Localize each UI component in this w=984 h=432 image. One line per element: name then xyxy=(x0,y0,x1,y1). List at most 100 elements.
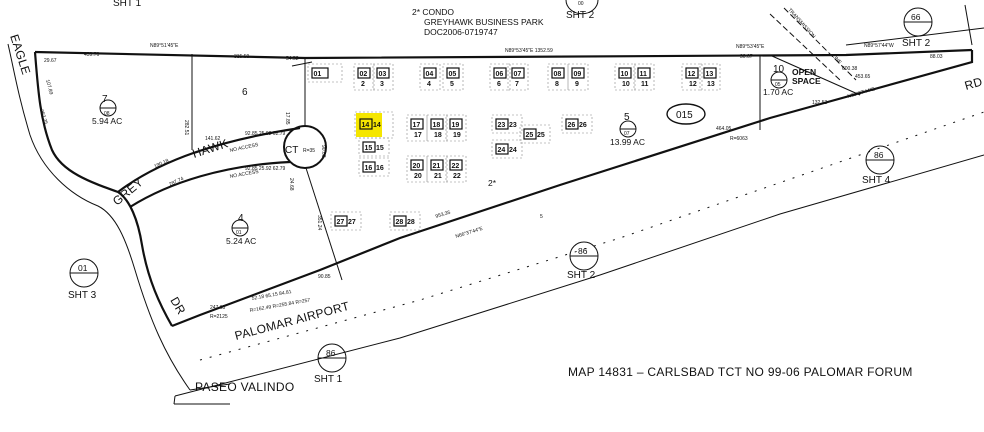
open-space-line1: OPEN xyxy=(792,67,816,77)
header-note-line2: GREYHAWK BUSINESS PARK xyxy=(424,17,544,27)
bearing-label: N89°53'45"E 1352.59 xyxy=(505,48,553,54)
unit-box-number: 16 xyxy=(365,165,373,172)
unit-box xyxy=(449,159,463,171)
unit-frame xyxy=(633,63,655,91)
unit-box-number: 06 xyxy=(496,71,504,78)
unit-box-number: 11 xyxy=(640,71,648,78)
condo-unit: 01 xyxy=(307,63,343,83)
distance-label: 92.85 25.92 62.79 xyxy=(245,166,286,172)
parcel-number: 08 xyxy=(104,111,110,117)
unit-box xyxy=(493,67,507,79)
unit-number: 27 xyxy=(348,219,356,226)
unit-box-number: 19 xyxy=(452,122,460,129)
lot-number: 7 xyxy=(102,94,108,105)
unit-box-number: 09 xyxy=(574,71,582,78)
header-note-line3: DOC2006-0719747 xyxy=(424,27,498,37)
distance-label: 247.65 xyxy=(210,305,226,311)
unit-box-number: 07 xyxy=(514,71,522,78)
distance-label: 953.35 xyxy=(435,210,452,220)
open-space-line2: SPACE xyxy=(792,76,821,86)
unit-number: 28 xyxy=(407,219,415,226)
unit-number: 18 xyxy=(434,132,442,139)
unit-box-number: 02 xyxy=(360,71,368,78)
unit-frame xyxy=(406,155,428,183)
parcel-number: 05 xyxy=(775,82,781,88)
unit-frame xyxy=(681,63,703,91)
unit-box-number: 24 xyxy=(498,147,506,154)
distance-label: 351.24 xyxy=(316,215,322,231)
lot-number: 5 xyxy=(624,112,630,123)
distance-label: R=6063 xyxy=(730,136,748,142)
top-sheet-circle-num: 00 xyxy=(578,1,584,7)
unit-number: 26 xyxy=(579,122,587,129)
lot-number: 6 xyxy=(242,87,248,98)
unit-number: 16 xyxy=(376,165,384,172)
sheet-ref-num: 86 xyxy=(578,246,588,256)
distance-label: 24.68 xyxy=(288,178,294,191)
distance-label: 190.18 xyxy=(153,158,170,170)
ct-radius: R=35 xyxy=(303,148,315,154)
bearing-label: N89°51'45"E xyxy=(150,43,179,49)
distance-label: 464.05 xyxy=(716,126,732,132)
sheet-ref-sheet: SHT 1 xyxy=(314,374,343,385)
unit-box xyxy=(565,118,579,130)
unit-number: 14 xyxy=(373,122,381,129)
unit-box-number: 03 xyxy=(379,71,387,78)
no-access-label: NO ACCESS xyxy=(229,142,259,154)
parcel-acres: 5.24 AC xyxy=(226,236,256,246)
unit-number: 3 xyxy=(380,81,384,88)
unit-box xyxy=(334,215,348,227)
street-label-eagle: EAGLE xyxy=(7,33,33,77)
distance-label: 141.62 xyxy=(205,136,221,142)
page-number: 015 xyxy=(676,110,693,121)
unit-frame xyxy=(307,63,343,83)
distance-label: 90.85 xyxy=(318,274,331,280)
unit-box-number: 13 xyxy=(706,71,714,78)
parcel-lot-4: 4 01 5.24 AC xyxy=(226,213,256,246)
top-sheet-ref-mid: SHT 2 xyxy=(566,10,595,21)
parcel-lot-6: 6 xyxy=(242,87,248,98)
bearing-label: N89°53'45"E xyxy=(736,44,765,50)
unit-frame xyxy=(567,63,589,91)
unit-box xyxy=(410,159,424,171)
unit-number: 22 xyxy=(453,173,461,180)
unit-box-number: 17 xyxy=(413,122,421,129)
parcel-number: 01 xyxy=(236,230,242,236)
unit-box xyxy=(362,161,376,173)
distance-label: 282.51 xyxy=(183,120,189,136)
unit-number: 8 xyxy=(555,81,559,88)
unit-frame xyxy=(614,63,636,91)
unit-frame xyxy=(372,63,394,91)
parcel-number: 07 xyxy=(624,131,630,137)
unit-box xyxy=(571,67,585,79)
header-note-line1: 2* CONDO xyxy=(412,7,454,17)
unit-box-number: 10 xyxy=(621,71,629,78)
distance-label: 252.25 xyxy=(38,109,48,126)
unit-box-number: 27 xyxy=(337,219,345,226)
distance-label: 17.85 xyxy=(284,112,290,125)
sheet-ref-86-bottom: 86 SHT 1 xyxy=(314,343,347,385)
parcel-lot-10: 10 05 1.70 AC OPEN SPACE xyxy=(763,64,821,97)
top-sheet-circle-partial xyxy=(565,0,599,15)
condo-unit: 088 xyxy=(547,63,569,91)
unit-box xyxy=(410,118,424,130)
bearing-label: N66°37'44"E xyxy=(455,226,485,240)
parcel-lot-5: 5 07 13.99 AC xyxy=(610,112,645,147)
unit-number: 17 xyxy=(414,132,422,139)
unit-box-number: 05 xyxy=(449,71,457,78)
unit-box-number: 12 xyxy=(688,71,696,78)
unit-frame xyxy=(699,63,721,91)
road-edges xyxy=(7,4,984,405)
unit-box-number: 26 xyxy=(568,122,576,129)
unit-box xyxy=(311,67,329,79)
street-labels: EAGLE GREY HAWK DR PALOMAR AIRPORT RD PA… xyxy=(7,7,984,394)
